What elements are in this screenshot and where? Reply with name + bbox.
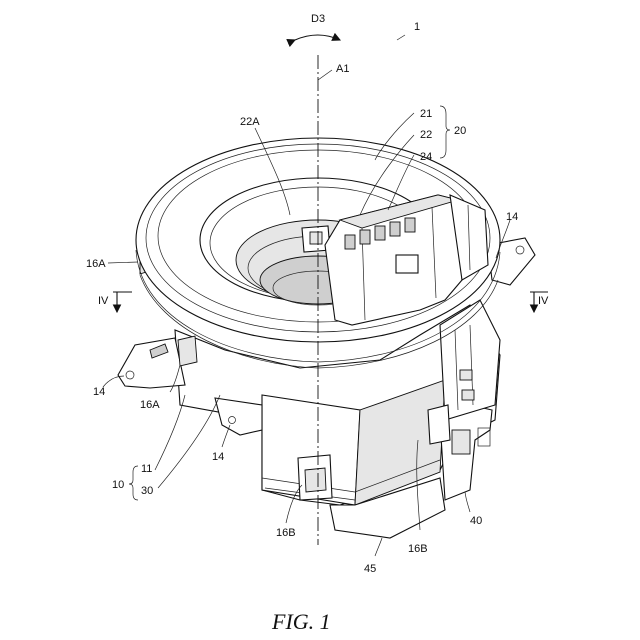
label-22a: 22A	[240, 116, 260, 128]
label-14-right: 14	[506, 211, 518, 223]
label-14-left: 14	[93, 386, 105, 398]
tab-16b-right	[428, 405, 450, 444]
label-40: 40	[470, 515, 482, 527]
device-drawing	[118, 138, 535, 538]
label-16a-bottom: 16A	[140, 399, 160, 411]
label-16a-left: 16A	[86, 258, 106, 270]
left-flange-14	[118, 338, 185, 388]
rotation-arrow-d3	[295, 35, 340, 40]
label-16b-left: 16B	[276, 527, 296, 539]
label-iv-right: IV	[538, 295, 549, 307]
label-30: 30	[141, 485, 153, 497]
label-20: 20	[454, 125, 466, 137]
label-16b-right: 16B	[408, 543, 428, 555]
label-21: 21	[420, 108, 432, 120]
label-22: 22	[420, 129, 432, 141]
label-d3: D3	[311, 13, 325, 25]
figure-caption: FIG. 1	[271, 609, 331, 634]
label-10: 10	[112, 479, 124, 491]
label-24: 24	[420, 151, 432, 163]
tab-16a-bottom	[178, 336, 197, 366]
label-fig-number: 1	[414, 21, 420, 33]
label-14-bottom: 14	[212, 451, 224, 463]
bottom-flange-14	[215, 398, 262, 435]
label-a1: A1	[336, 63, 349, 75]
label-iv-left: IV	[98, 295, 109, 307]
label-11: 11	[141, 463, 152, 475]
label-45: 45	[364, 563, 376, 575]
